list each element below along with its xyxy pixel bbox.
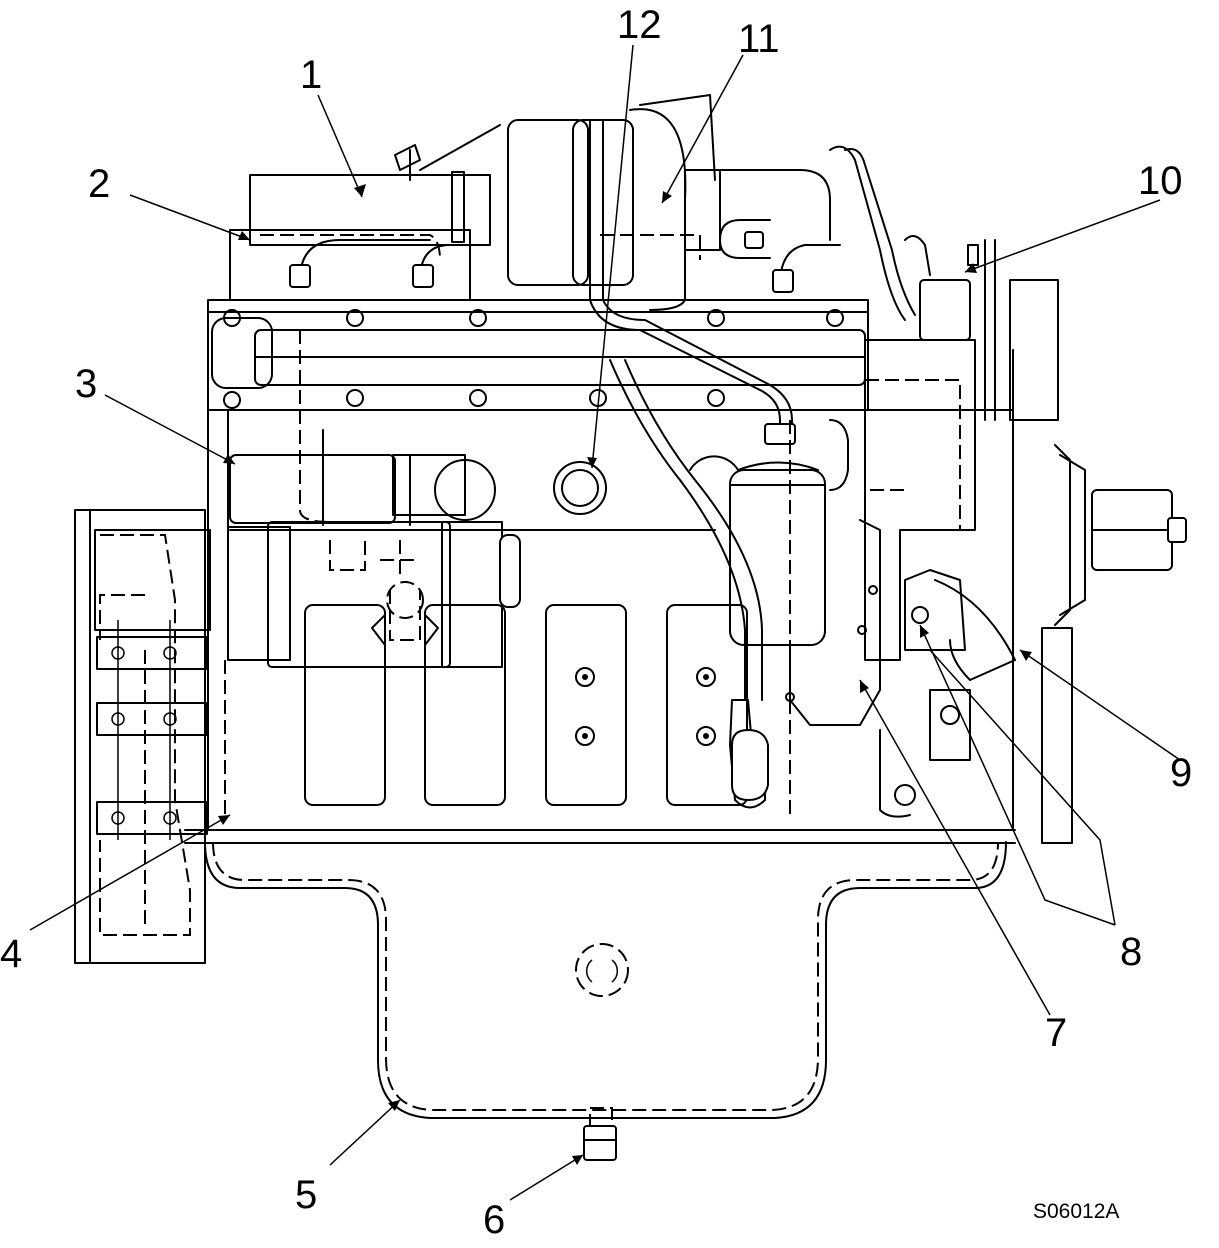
- crankshaft-pulley: [934, 444, 1187, 681]
- oil-pan: [184, 829, 1016, 1119]
- starter-motor: [227, 521, 521, 668]
- figure-code: S06012A: [1033, 1200, 1119, 1223]
- block-bolts: [575, 667, 716, 746]
- starter-solenoid: [229, 330, 466, 526]
- leader-lines: [29, 44, 1181, 1201]
- turbo-oil-supply-line: [589, 119, 796, 445]
- head-bolts: [223, 309, 844, 409]
- callout-labels: 1 2 3 4 5 6 7 8 9 10 11 12: [0, 3, 1192, 1242]
- callout-2: 2: [88, 162, 110, 206]
- callout-1: 1: [300, 53, 322, 97]
- intake-manifold: [229, 124, 501, 301]
- callout-5: 5: [295, 1173, 317, 1217]
- callout-8: 8: [1120, 930, 1142, 974]
- engine-block: [207, 409, 1014, 831]
- callout-10: 10: [1138, 159, 1183, 203]
- flywheel-housing: [74, 509, 211, 964]
- injector-lines: [289, 219, 841, 293]
- oil-filter: [729, 420, 826, 820]
- callout-12: 12: [617, 3, 662, 47]
- callout-11: 11: [738, 17, 780, 61]
- callout-7: 7: [1045, 1011, 1067, 1055]
- callout-4: 4: [0, 932, 22, 976]
- filter-head-bracket: [789, 419, 881, 726]
- cylinder-head: [207, 299, 869, 411]
- front-gear-housing: [864, 279, 1073, 844]
- callout-9: 9: [1170, 751, 1192, 795]
- drain-plug: [583, 1107, 617, 1161]
- turbo-drain-tube: [609, 359, 763, 701]
- thermostat-housing: [904, 235, 996, 421]
- oil-level-symbol: [575, 943, 629, 997]
- callout-3: 3: [75, 362, 97, 406]
- callout-6: 6: [483, 1198, 505, 1242]
